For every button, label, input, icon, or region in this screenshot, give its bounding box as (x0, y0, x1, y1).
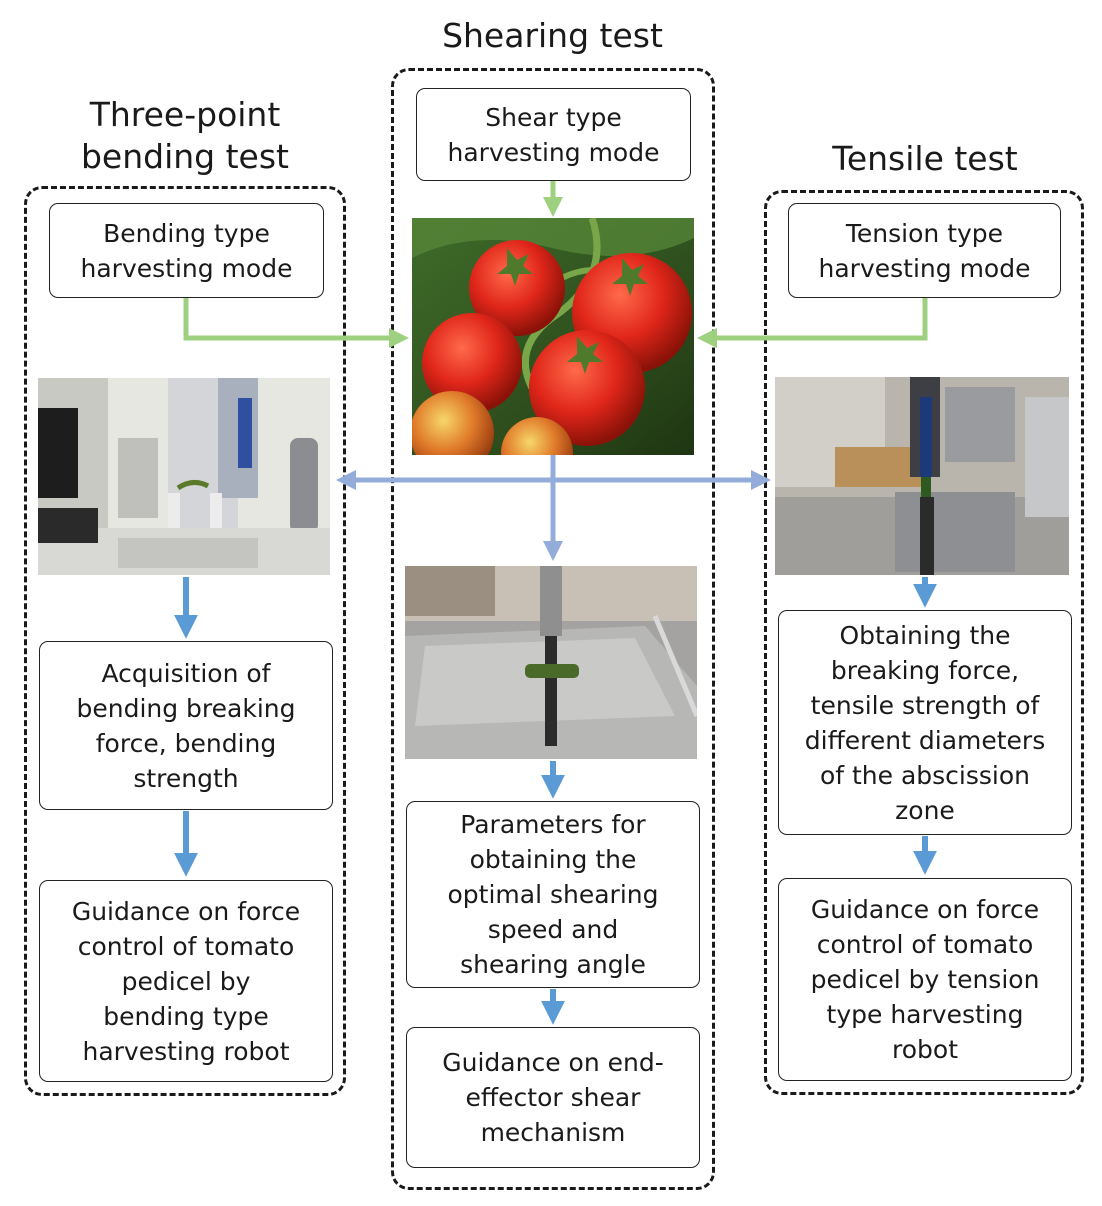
bending-test-photo (38, 378, 330, 575)
tensile-group-border (764, 190, 1084, 1095)
tomato-illustration (412, 218, 694, 455)
bending-test-title: Three-point bending test (80, 95, 289, 176)
shearing-group-border (391, 68, 715, 1190)
shearing-test-photo (405, 566, 697, 759)
shearing-guidance-box: Guidance on end- effector shear mechanis… (406, 1027, 700, 1168)
tensile-test-photo (775, 377, 1069, 575)
bending-guidance-box: Guidance on force control of tomato pedi… (39, 880, 333, 1082)
tensile-test-title: Tensile test (832, 139, 1018, 178)
bending-mode-box: Bending type harvesting mode (49, 203, 324, 298)
bending-group-border (24, 186, 346, 1096)
tensile-result-box: Obtaining the breaking force, tensile st… (778, 610, 1072, 835)
bending-machine-illustration (38, 378, 330, 575)
arrow-tension-mode-to-tomato (697, 298, 928, 348)
shearing-test-title: Shearing test (442, 16, 663, 55)
tensile-machine-illustration (775, 377, 1069, 575)
tension-mode-box: Tension type harvesting mode (788, 203, 1061, 298)
shear-mode-box: Shear type harvesting mode (416, 88, 691, 181)
shear-machine-illustration (405, 566, 697, 759)
tomato-photo (412, 218, 694, 455)
shearing-result-box: Parameters for obtaining the optimal she… (406, 801, 700, 988)
bending-result-box: Acquisition of bending breaking force, b… (39, 641, 333, 810)
arrow-bending-mode-to-tomato (183, 298, 409, 348)
tensile-guidance-box: Guidance on force control of tomato pedi… (778, 878, 1072, 1081)
